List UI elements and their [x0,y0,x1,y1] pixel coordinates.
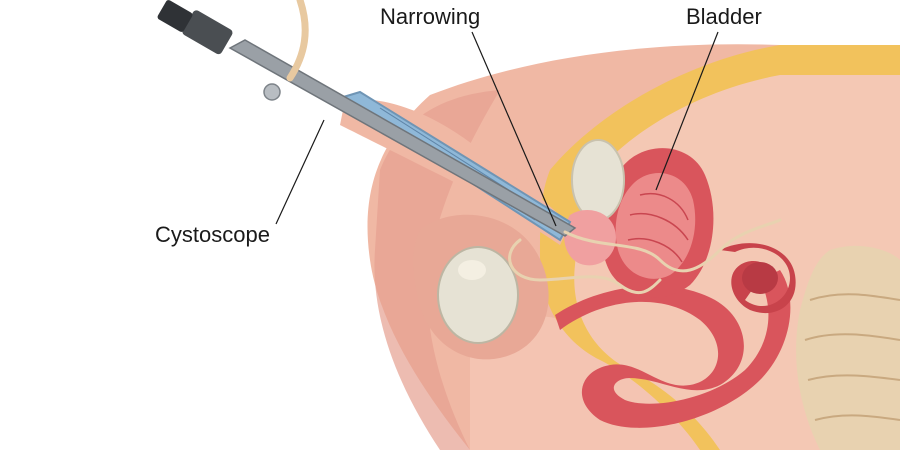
bladder-folds [627,193,689,263]
label-cystoscope: Cystoscope [155,222,270,247]
sacrum [796,245,900,450]
body-skin-shadow [374,90,500,450]
leader-narrowing [471,31,557,227]
light-cable [286,0,309,82]
bladder-inner [615,173,696,279]
label-bladder: Bladder [686,4,762,29]
pubic-bone [571,139,625,221]
label-narrowing: Narrowing [380,4,481,29]
leader-cystoscope [275,119,325,225]
cystoscope-shaft [228,39,577,237]
guide-wire [563,218,782,273]
colon-lumen [742,262,778,294]
prostate [564,210,616,266]
sacrum-lines [804,293,900,421]
catheter-loop [508,238,662,295]
leader-bladder [655,31,719,191]
testicle [437,246,519,344]
testicle-inner [458,260,486,280]
rectum [555,270,791,428]
cystoscope-eyepiece [157,0,281,101]
